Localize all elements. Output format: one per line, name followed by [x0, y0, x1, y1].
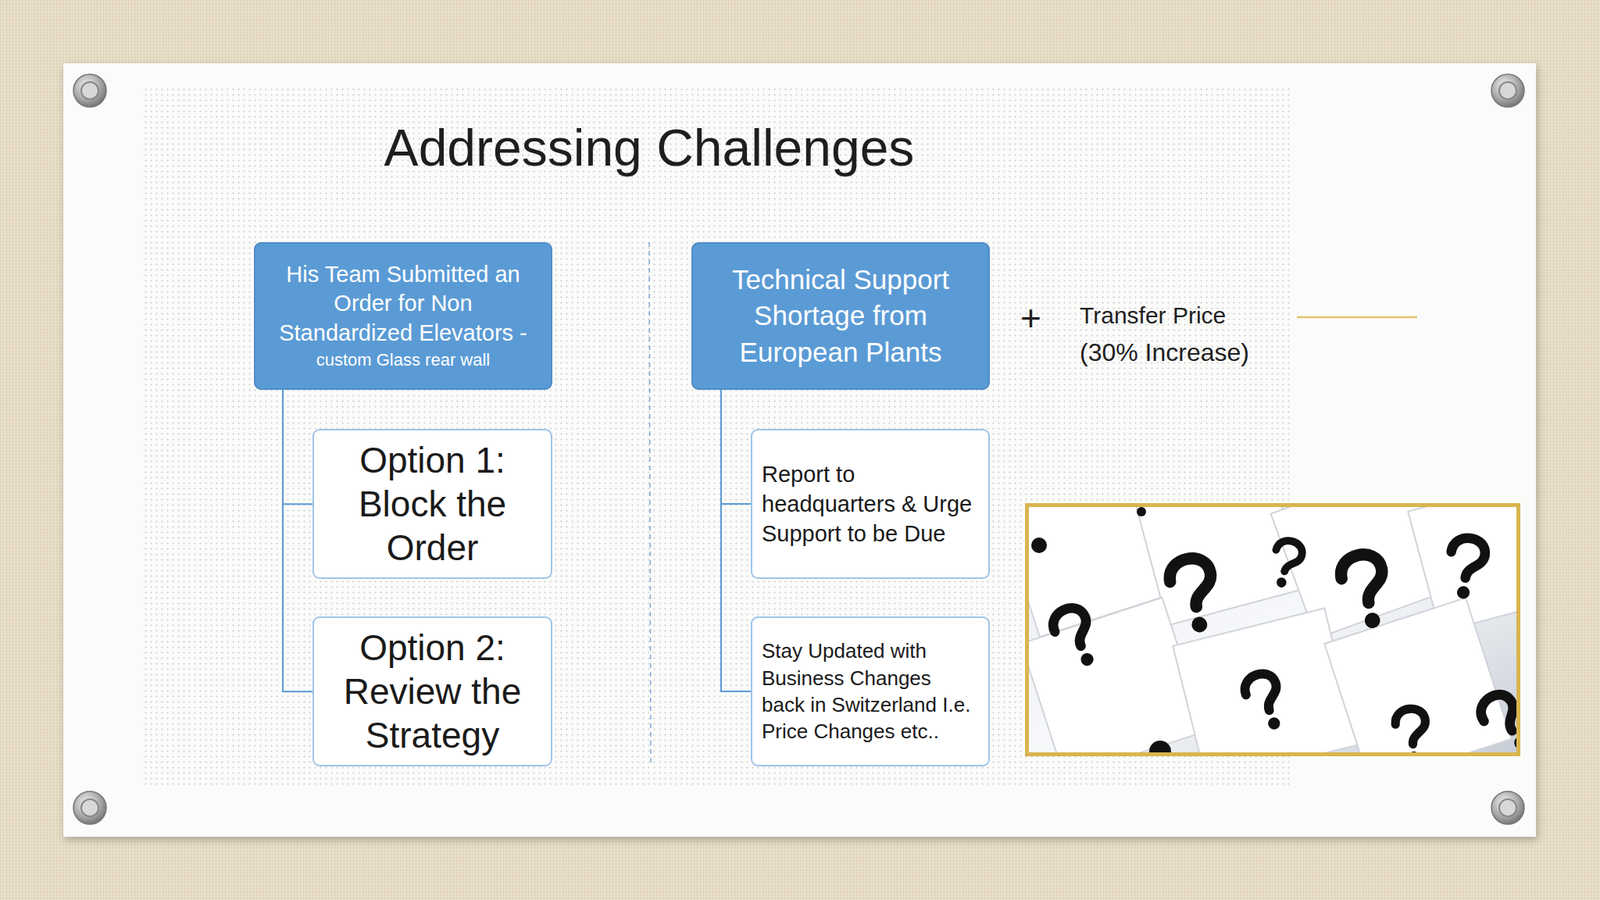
option-box: Option 2: Review the Strategy — [312, 616, 553, 767]
node-text: Stay Updated with Business Changes back … — [761, 637, 979, 745]
grommets — [73, 74, 1525, 825]
header-box: Technical Support Shortage from European… — [691, 242, 990, 390]
node-text: His Team Submitted an Order for Non Stan… — [266, 260, 540, 349]
note-text: Transfer Price — [1079, 301, 1226, 330]
option-box: Option 1: Block the Order — [312, 428, 553, 579]
note-text: (30% Increase) — [1079, 337, 1250, 368]
separator-line — [649, 242, 651, 766]
node-text: Technical Support Shortage from European… — [703, 261, 978, 371]
question-mark-picture — [998, 460, 1568, 786]
accent-line — [1296, 316, 1418, 319]
tree-connector — [282, 389, 313, 504]
option-box: Stay Updated with Business Changes back … — [750, 616, 990, 767]
node-text: Report to headquarters & Urge Support to… — [761, 459, 979, 550]
node-text: Option 1: Block the Order — [323, 438, 542, 570]
tree-connector — [282, 389, 313, 692]
node-text: Option 2: Review the Strategy — [323, 625, 542, 758]
tree-connector — [721, 389, 751, 692]
option-box: Report to headquarters & Urge Support to… — [750, 428, 990, 579]
header-box: His Team Submitted an Order for Non Stan… — [253, 242, 553, 390]
tree-connector — [721, 389, 751, 504]
slide-title: Addressing Challenges — [336, 117, 962, 179]
plus-sign: + — [1020, 296, 1042, 340]
node-text: custom Glass rear wall — [266, 348, 540, 373]
